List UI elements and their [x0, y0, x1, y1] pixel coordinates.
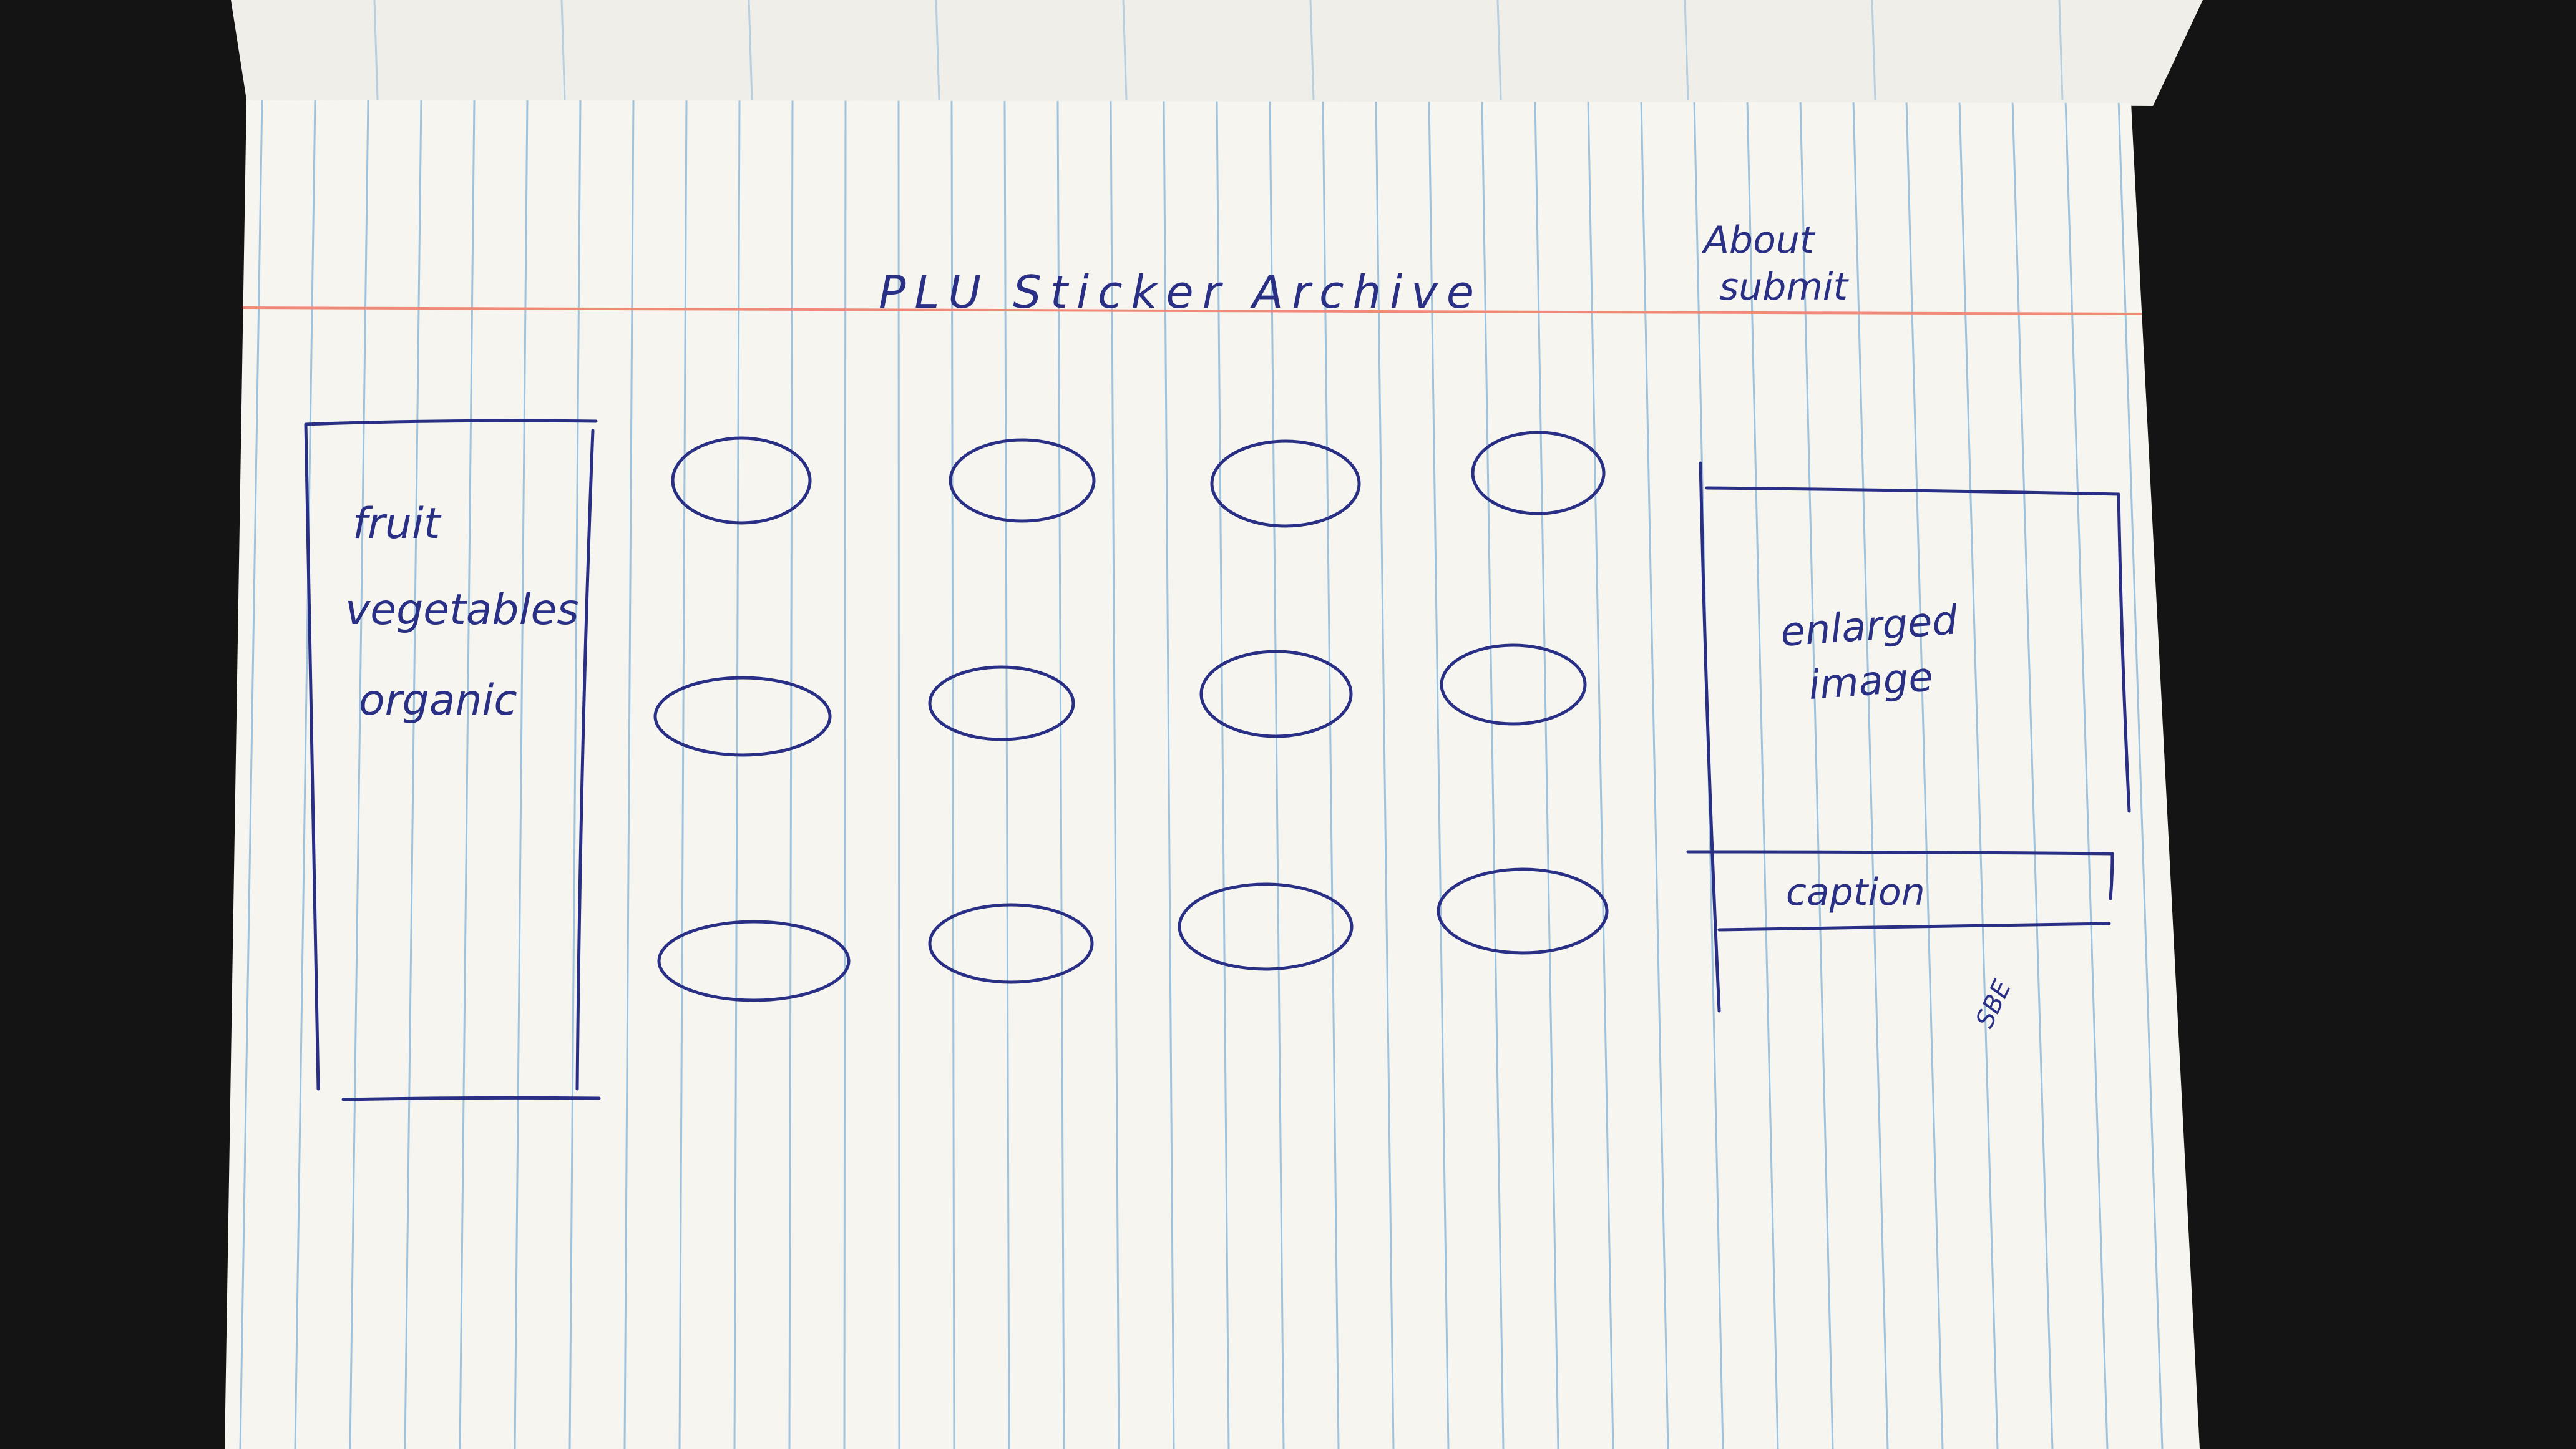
sketch-labels: PLU Sticker Archive About submit fruit v… — [345, 218, 2017, 1032]
rule-line — [1799, 100, 1834, 1449]
rule-line — [1322, 100, 1340, 1449]
thumbnail-placeholder — [928, 903, 1094, 984]
nav-link-about: About — [1701, 218, 1816, 262]
sidebar-box — [304, 419, 601, 1101]
rule-line — [1216, 100, 1230, 1449]
rule-line — [1746, 100, 1779, 1449]
rule-line — [1905, 100, 1944, 1449]
rule-line — [2011, 100, 2054, 1449]
thumbnail-placeholder — [653, 676, 832, 757]
rule-line — [843, 100, 847, 1449]
rule-line — [1534, 100, 1559, 1449]
rule-line — [678, 100, 688, 1449]
rule-line — [349, 100, 369, 1449]
enlarged-image-label-line2: image — [1807, 654, 1934, 709]
sidebar-item-vegetables: vegetables — [345, 585, 579, 635]
rule-line — [294, 100, 316, 1449]
wireframe-sketch — [304, 419, 2131, 1101]
rule-line — [1375, 100, 1395, 1449]
rule-line — [459, 100, 476, 1449]
ruled-lines — [230, 100, 2164, 1449]
sidebar-item-fruit: fruit — [353, 499, 442, 549]
caption-label: caption — [1786, 871, 1925, 914]
paper-page — [225, 100, 2200, 1449]
thumbnail-placeholder — [949, 438, 1096, 523]
rule-line — [950, 100, 955, 1449]
rule-line — [404, 100, 422, 1449]
sidebar-item-organic: organic — [359, 676, 517, 725]
rule-line — [514, 100, 529, 1449]
rule-line — [239, 100, 263, 1449]
margin-line — [230, 306, 2147, 315]
rule-line — [1003, 100, 1010, 1449]
rule-line — [1110, 100, 1120, 1449]
page-title: PLU Sticker Archive — [879, 266, 1483, 318]
nav-link-submit: submit — [1719, 265, 1849, 309]
rule-line — [1958, 100, 1999, 1449]
rule-line — [1852, 100, 1889, 1449]
rule-line — [733, 100, 741, 1449]
thumbnail-placeholder — [1210, 439, 1361, 528]
rule-line — [2064, 100, 2109, 1449]
rule-line — [1163, 100, 1175, 1449]
thumbnail-grid — [653, 431, 1609, 1002]
rule-line — [1481, 100, 1505, 1449]
rule-line — [788, 100, 794, 1449]
thumbnail-placeholder — [1437, 867, 1609, 955]
thumbnail-placeholder — [928, 665, 1075, 741]
thumbnail-placeholder — [657, 920, 851, 1002]
rule-line — [1269, 100, 1285, 1449]
rule-line — [1587, 100, 1614, 1449]
thumbnail-placeholder — [671, 436, 812, 525]
rule-line — [1428, 100, 1450, 1449]
rule-line — [1056, 100, 1065, 1449]
enlarged-image-panel — [1686, 461, 2131, 1013]
rule-line — [2117, 100, 2164, 1449]
thumbnail-placeholder — [1199, 650, 1353, 738]
rule-line — [568, 100, 582, 1449]
rule-line — [623, 100, 635, 1449]
thumbnail-placeholder — [1471, 431, 1606, 515]
thumbnail-placeholder — [1178, 882, 1354, 971]
rule-line — [1640, 100, 1669, 1449]
thumbnail-placeholder — [1440, 643, 1587, 726]
previous-page — [231, 0, 2203, 106]
